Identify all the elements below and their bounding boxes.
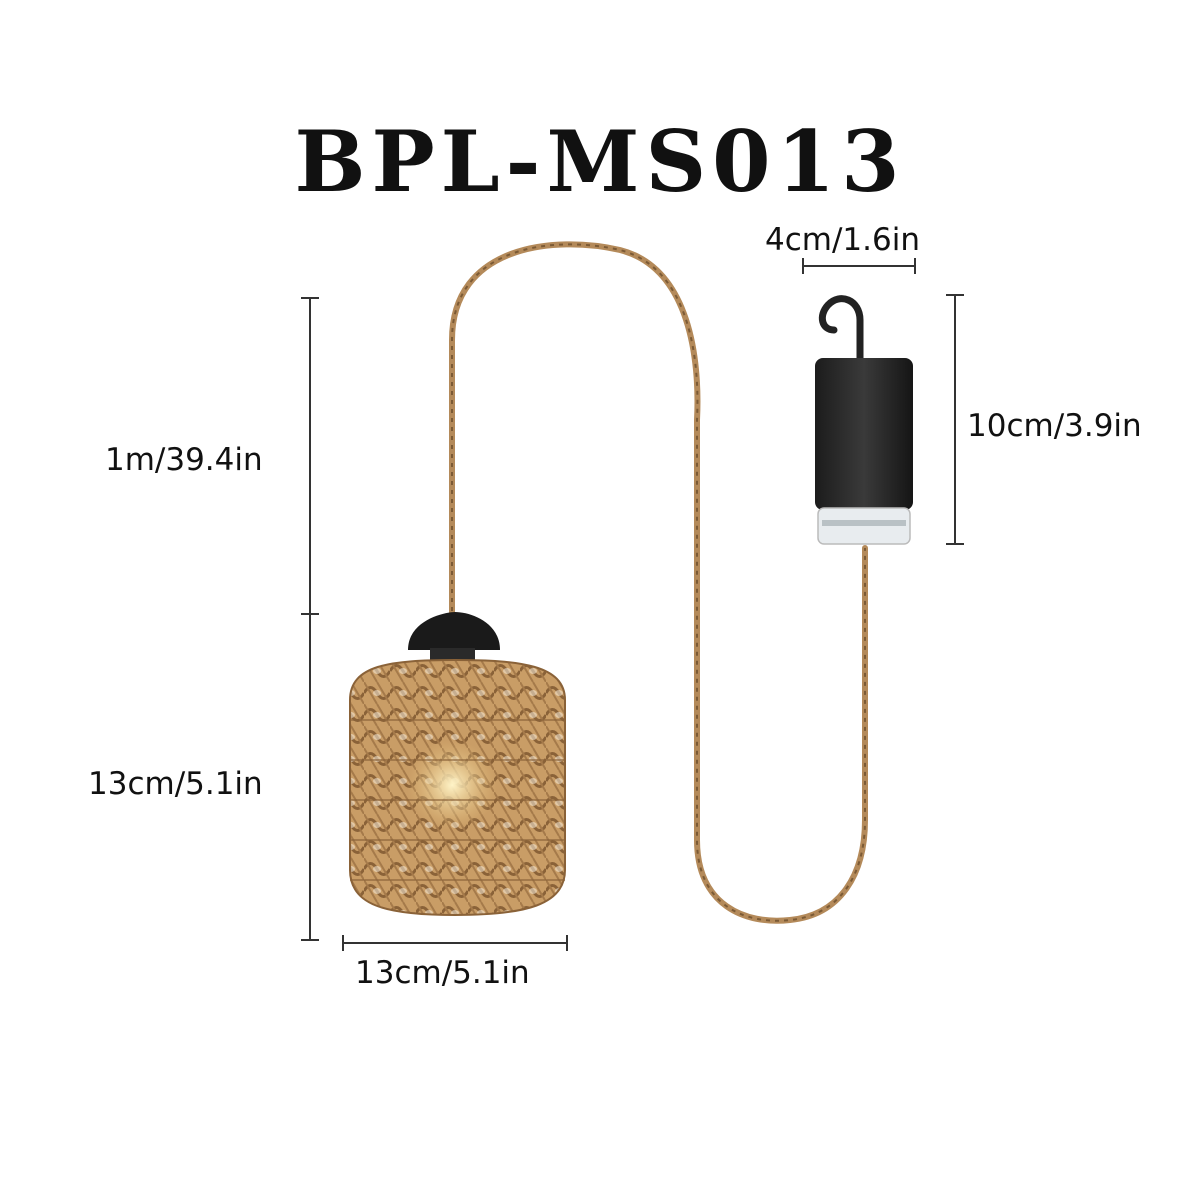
lamp-shade bbox=[349, 612, 566, 917]
battery-height-label: 10cm/3.9in bbox=[967, 408, 1142, 444]
product-title: BPL-MS013 bbox=[294, 112, 906, 211]
cord-length-label: 1m/39.4in bbox=[105, 442, 263, 478]
shade-height-label: 13cm/5.1in bbox=[88, 766, 263, 802]
height-dimension bbox=[301, 297, 319, 941]
shade-width-dimension bbox=[342, 935, 568, 951]
hook-icon bbox=[818, 295, 864, 362]
battery-height-dimension bbox=[946, 294, 964, 545]
shade-width-label: 13cm/5.1in bbox=[355, 955, 530, 991]
battery-width-label: 4cm/1.6in bbox=[765, 222, 920, 258]
battery-width-dimension bbox=[802, 258, 916, 274]
battery-pack bbox=[815, 358, 913, 545]
